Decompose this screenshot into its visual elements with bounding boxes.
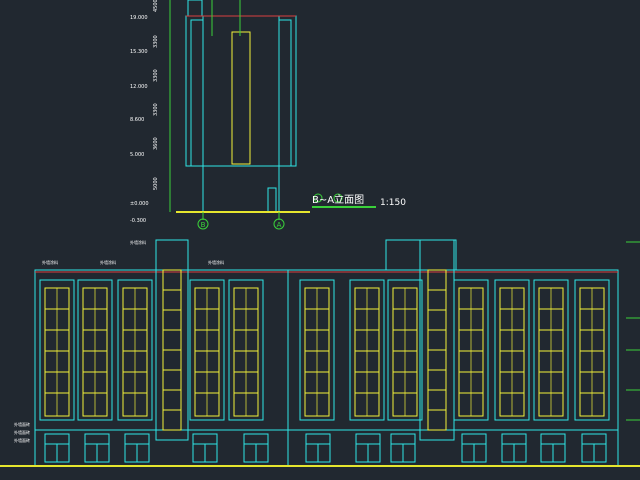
tower-elevation: B A 19.000 15.300 12.000 8.600 5.000 ±0.… <box>130 0 310 230</box>
elevation-label: -0.300 <box>130 218 146 224</box>
ground-window <box>540 433 566 463</box>
note-label: 外墙涂料 <box>130 239 146 245</box>
axis-bubble-a <box>273 218 285 230</box>
tower-window <box>231 31 251 165</box>
drawing-scale: 1:150 <box>380 198 406 208</box>
ground-window <box>84 433 110 463</box>
window-bay <box>387 279 423 421</box>
window-bay <box>228 279 264 421</box>
tower-shaft <box>202 15 280 213</box>
window-bay <box>533 279 569 421</box>
ground-openings <box>44 433 607 463</box>
elevation-label: 5.000 <box>130 152 144 158</box>
drawing-title: B~A立面图 <box>312 193 364 206</box>
ground-window <box>192 433 218 463</box>
stair-window <box>162 269 182 431</box>
window-bay <box>494 279 530 421</box>
dimension-label: 3300 <box>153 69 159 82</box>
dimension-label: 5000 <box>153 177 159 190</box>
dimension-label: 3600 <box>153 137 159 150</box>
ground-window <box>305 433 331 463</box>
elevation-label: ±0.000 <box>130 201 149 207</box>
note-label: 外墙涂料 <box>42 259 58 265</box>
ground-window <box>124 433 150 463</box>
window-bay <box>349 279 385 421</box>
stair-tower-right-cap <box>385 239 457 271</box>
tower-right-pilaster <box>278 19 292 167</box>
axis-label-b: B <box>201 221 206 229</box>
elevation-label: 8.600 <box>130 117 144 123</box>
elevation-label: 19.000 <box>130 15 148 21</box>
note-label: 外墙面砖 <box>14 421 30 427</box>
window-bay <box>189 279 225 421</box>
tower-left-pilaster <box>190 19 204 167</box>
dimension-label: 3300 <box>153 35 159 48</box>
axis-label-a: A <box>277 221 282 229</box>
ground-window <box>243 433 269 463</box>
building-outline <box>34 269 619 467</box>
note-label: 外墙涂料 <box>100 259 116 265</box>
ground-window <box>461 433 487 463</box>
ground-window <box>501 433 527 463</box>
dimension-label: 4500 <box>153 0 159 12</box>
note-label: 外墙面砖 <box>14 429 30 435</box>
ground-window <box>390 433 416 463</box>
note-label: 外墙涂料 <box>208 259 224 265</box>
window-bay <box>574 279 610 421</box>
drawing-title-block: B~A立面图 1:150 <box>312 193 406 208</box>
note-label: 外墙面砖 <box>14 437 30 443</box>
window-bay <box>299 279 335 421</box>
window-bay <box>117 279 153 421</box>
axis-bubble-b <box>197 218 209 230</box>
ground-window <box>44 433 70 463</box>
ground-window <box>355 433 381 463</box>
tower-top-left <box>187 0 203 17</box>
window-bay <box>453 279 489 421</box>
stair-window <box>427 269 447 431</box>
stair-tower-left <box>155 239 189 441</box>
main-building-elevation: 外墙涂料 外墙涂料 外墙涂料 外墙涂料 外墙面砖 外墙面砖 外墙面砖 <box>0 239 640 467</box>
tower-door <box>267 187 277 213</box>
dimension-label: 3300 <box>153 103 159 116</box>
elevation-label: 12.000 <box>130 84 148 90</box>
window-bay <box>77 279 113 421</box>
ground-window <box>581 433 607 463</box>
window-bays <box>39 269 610 431</box>
elevation-label: 15.300 <box>130 49 148 55</box>
window-bay <box>39 279 75 421</box>
